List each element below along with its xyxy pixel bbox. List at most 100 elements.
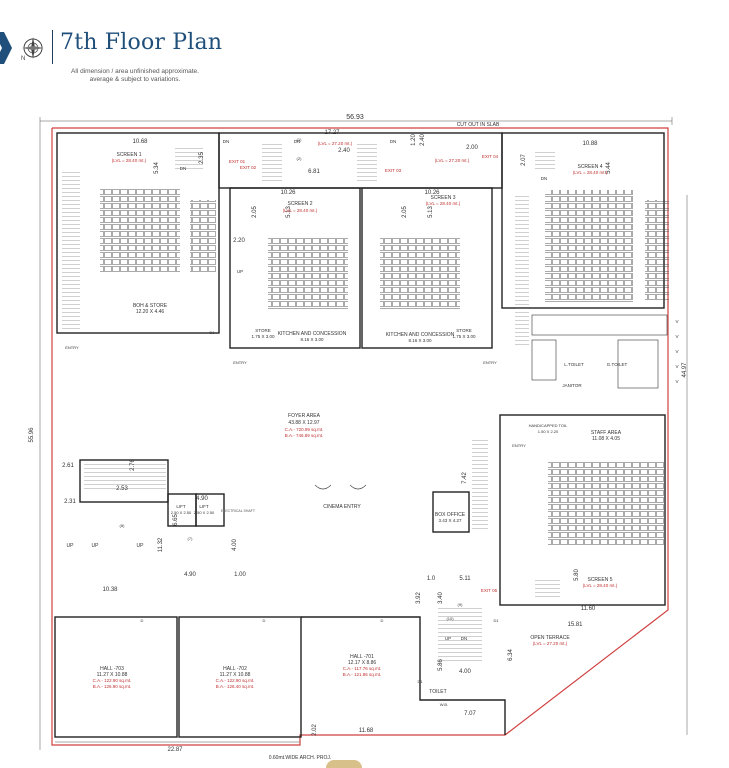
plan-label-kitchen-l-dim: 8.16 X 3.00: [300, 337, 324, 342]
plan-label-d-2-05b: 2.05: [402, 206, 408, 218]
plan-label-d-2-61: 2.61: [62, 463, 74, 469]
plan-label-exit05: EXIT 05: [481, 588, 498, 593]
plan-label-staff-dim: 11.08 X 4.05: [592, 436, 620, 442]
plan-label-d-2-20: 2.20: [233, 238, 245, 244]
plan-label-hall701: HALL -701: [350, 654, 374, 660]
plan-label-entry: ENTRY: [65, 345, 79, 350]
plan-label-entry: ENTRY: [483, 360, 497, 365]
plan-label-hall701-dim: 12.17 X 8.86: [348, 660, 377, 666]
plan-label-d-10-26a: 10.26: [280, 190, 296, 196]
plan-label-cut-out: CUT OUT IN SLAB: [457, 122, 500, 128]
plan-label-dn: DN: [541, 176, 548, 181]
plan-label-d1: D1: [417, 679, 423, 684]
bottom-tab[interactable]: [326, 760, 362, 768]
plan-label-d-4-00: 4.00: [232, 539, 238, 551]
brand-logo-icon: [0, 32, 12, 64]
plan-label-box-office: BOX OFFICE: [435, 512, 466, 518]
plan-label-hall702-ba: B.A.- 126.40 sq.mt.: [216, 684, 255, 689]
plan-label-d-2-40b: 2.40: [338, 148, 350, 154]
plan-label-ltoilet: L.TOILET: [564, 362, 584, 367]
plan-label-exit03: EXIT 03: [385, 168, 402, 173]
plan-label-wb: W.B.: [440, 702, 448, 707]
plan-label-screen1-lvl: (LVL = 28.40 mt.): [112, 158, 147, 163]
plan-label-d-1-00: 1.00: [234, 572, 246, 578]
plan-label-right-depth: 44.97: [682, 362, 688, 378]
plan-label-hall702: HALL -702: [223, 666, 247, 672]
plan-label-v: V: [675, 364, 678, 369]
plan-label-entry: ENTRY: [512, 443, 526, 448]
plan-label-boh-dim: 12.20 X 4.46: [136, 309, 165, 315]
north-compass-icon: N: [21, 37, 44, 61]
plan-label-hall703: HALL -703: [100, 666, 124, 672]
plan-label-kitchen-l: KITCHEN AND CONCESSION: [278, 331, 347, 337]
svg-text:N: N: [21, 56, 25, 61]
plan-label-d-6-34: 6.34: [508, 649, 514, 661]
plan-label-exit04: EXIT 04: [482, 154, 499, 159]
plan-label-d-2-02: 2.02: [312, 724, 318, 736]
header-divider: [52, 30, 53, 64]
plan-label-screen2: SCREEN 2: [287, 201, 312, 207]
plan-label-n2: (2): [297, 156, 303, 161]
door-swings: [314, 484, 367, 490]
plan-label-screen3-lvl: (LVL = 28.40 mt.): [426, 201, 461, 206]
plan-label-foyer: FOYER AREA: [288, 413, 321, 419]
plan-label-hall703-ba: B.A.- 126.90 sq.mt.: [93, 684, 132, 689]
plan-label-n1: (1): [297, 137, 303, 142]
plan-label-n7: (7): [188, 536, 194, 541]
plan-label-d-7-42: 7.42: [462, 472, 468, 484]
plan-label-v: V: [675, 349, 678, 354]
plan-label-d-2-31: 2.31: [64, 499, 76, 505]
plan-label-d-5-13a: 5.13: [286, 206, 292, 218]
overall-dimension-lines: [39, 117, 688, 750]
plan-label-v: V: [675, 319, 678, 324]
plan-label-d-5-11: 5.11: [459, 576, 471, 582]
page-title: 7th Floor Plan: [60, 30, 223, 55]
plan-label-electrical: ELECTRICAL SHAFT: [221, 509, 256, 513]
plan-label-d1: D1: [209, 330, 215, 335]
plan-label-kitchen-r: KITCHEN AND CONCESSION: [386, 332, 455, 338]
plan-label-up: UP: [445, 636, 451, 641]
plan-label-toilet: TOILET: [429, 689, 446, 695]
plan-label-n10: (10): [446, 616, 454, 621]
plan-label-boh: BOH & STORE: [133, 303, 168, 309]
plan-label-d-6-65: 6.65: [173, 514, 179, 526]
plan-label-d-3-40: 3.40: [438, 592, 444, 604]
plan-label-bottom-width: 22.87: [167, 747, 183, 753]
plan-label-hall702-dim: 11.27 X 10.88: [220, 672, 251, 678]
plan-label-store-l: STORE: [255, 328, 270, 333]
plan-label-screen1: SCREEN 1: [116, 152, 141, 158]
plan-label-d-15-81: 15.81: [567, 622, 583, 628]
plan-label-d-1-0: 1.0: [427, 576, 436, 582]
plan-label-janitor: JANITOR: [562, 383, 582, 388]
plan-label-lift2-dim: 2.50 X 2.50: [194, 510, 215, 515]
plan-label-bottom-note: 0.60mt.WIDE ARCH. PROJ.: [269, 755, 332, 761]
plan-label-n8: (8): [120, 523, 126, 528]
plan-label-dn: DN: [180, 166, 187, 171]
plan-label-store-r: STORE: [456, 328, 471, 333]
seating-blocks: [100, 188, 669, 546]
plan-label-up: UP: [92, 543, 100, 549]
plan-label-up: UP: [67, 543, 75, 549]
plan-label-box-office-dim: 3.43 X 4.27: [438, 518, 462, 523]
plan-label-staff: STAFF AREA: [591, 430, 622, 436]
disclaimer-line-2: average & subject to variations.: [89, 76, 181, 83]
plan-label-d1: D1: [493, 618, 499, 623]
plan-label-foyer-ca: C.A.- 720.99 sq.mt.: [285, 427, 324, 432]
plan-label-d-17-27: 17.27: [324, 130, 340, 136]
plan-label-lift1-dim: 2.50 X 2.50: [171, 510, 192, 515]
plan-label-v: V: [675, 334, 678, 339]
plan-label-d-1-20: 1.20: [411, 134, 417, 146]
plan-label-up: UP: [137, 543, 145, 549]
toilet-cubicles: [531, 314, 668, 389]
plan-label-d-2-35: 2.35: [199, 152, 205, 164]
plan-label-store-r-dim: 1.75 X 3.00: [452, 334, 476, 339]
plan-label-d-11-32: 11.32: [158, 537, 164, 552]
plan-label-d-10-26b: 10.26: [424, 190, 440, 196]
plan-label-d-5-86: 5.86: [438, 659, 444, 671]
plan-label-d-10-68: 10.68: [132, 139, 148, 145]
plan-label-handicap-dim: 1.50 X 2.20: [538, 429, 559, 434]
plan-label-d-2-05a: 2.05: [252, 206, 258, 218]
plan-label-d-2-76: 2.76: [130, 459, 136, 471]
plan-label-dn: DN: [461, 636, 468, 641]
